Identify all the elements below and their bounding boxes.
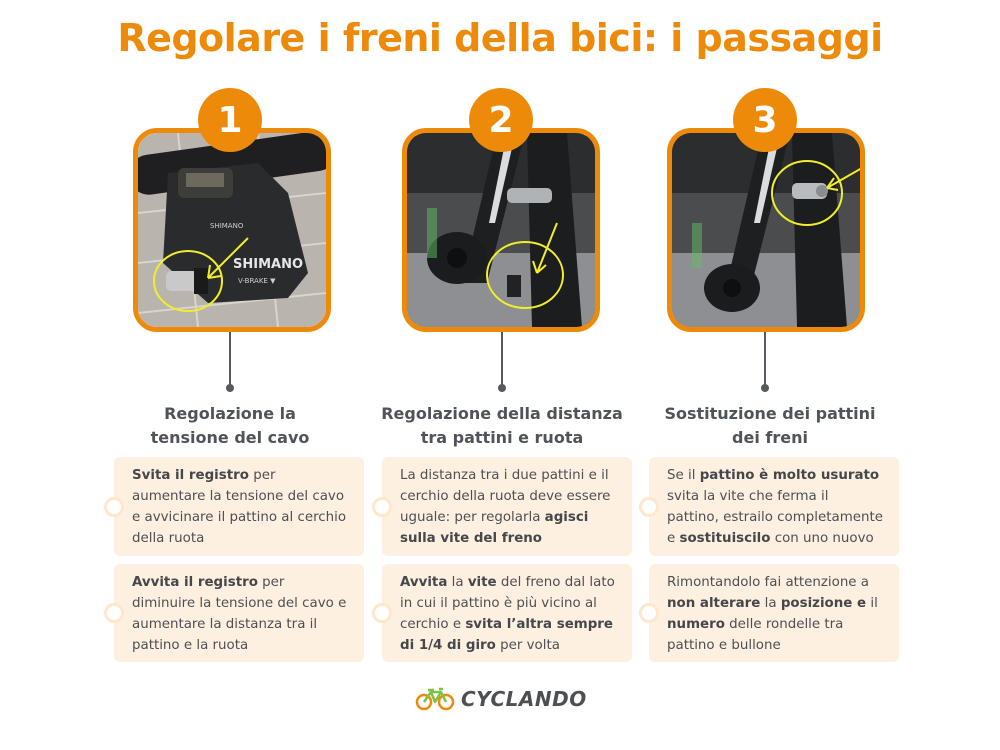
svg-text:SHIMANO: SHIMANO xyxy=(233,257,303,272)
brake-pad-photo-icon xyxy=(672,133,860,327)
bullet-dot xyxy=(372,496,392,517)
step-title: Sostituzione dei pattini dei freni xyxy=(664,404,876,447)
bullet-dot xyxy=(104,603,124,623)
svg-text:SHIMANO: SHIMANO xyxy=(210,222,244,230)
step-number-badge: 2 xyxy=(469,88,533,152)
cyclando-logo[interactable]: CYCLANDO xyxy=(415,684,587,714)
bullet-dot xyxy=(104,496,124,517)
connector-line xyxy=(764,332,766,388)
page-title: Regolare i freni della bici: i passaggi xyxy=(117,16,883,60)
step-title: Regolazione la tensione del cavo xyxy=(150,404,310,447)
instruction-card: Avvita il registro per diminuire la tens… xyxy=(104,564,364,662)
instruction-card: Se il pattino è molto usurato svita la v… xyxy=(639,457,899,556)
instruction-card: Rimontandolo fai attenzione a non altera… xyxy=(639,564,899,662)
instruction-card: Svita il registro per aumentare la tensi… xyxy=(104,457,364,556)
connector-dot xyxy=(226,384,234,392)
logo-text: CYCLANDO xyxy=(461,687,587,711)
step-number-badge: 1 xyxy=(198,88,262,152)
bullet-dot xyxy=(639,496,659,517)
bullet-dot xyxy=(372,603,392,623)
brake-arm-photo-icon xyxy=(407,133,595,327)
step-title: Regolazione della distanza tra pattini e… xyxy=(381,404,623,447)
step-number-badge: 3 xyxy=(733,88,797,152)
step-photo: SHIMANO SHIMANO V-BRAKE ▼ xyxy=(133,128,331,332)
bullet-dot xyxy=(639,603,659,623)
step-photo xyxy=(402,128,600,332)
connector-dot xyxy=(761,384,769,392)
connector-dot xyxy=(498,384,506,392)
step-photo xyxy=(667,128,865,332)
svg-text:V-BRAKE ▼: V-BRAKE ▼ xyxy=(238,277,276,285)
instruction-card: Avvita la vite del freno dal lato in cui… xyxy=(372,564,632,662)
instruction-card: La distanza tra i due pattini e il cerch… xyxy=(372,457,632,556)
shifter-photo-icon: SHIMANO SHIMANO V-BRAKE ▼ xyxy=(138,133,326,327)
connector-line xyxy=(229,332,231,388)
bicycle-icon xyxy=(415,687,455,711)
connector-line xyxy=(501,332,503,388)
